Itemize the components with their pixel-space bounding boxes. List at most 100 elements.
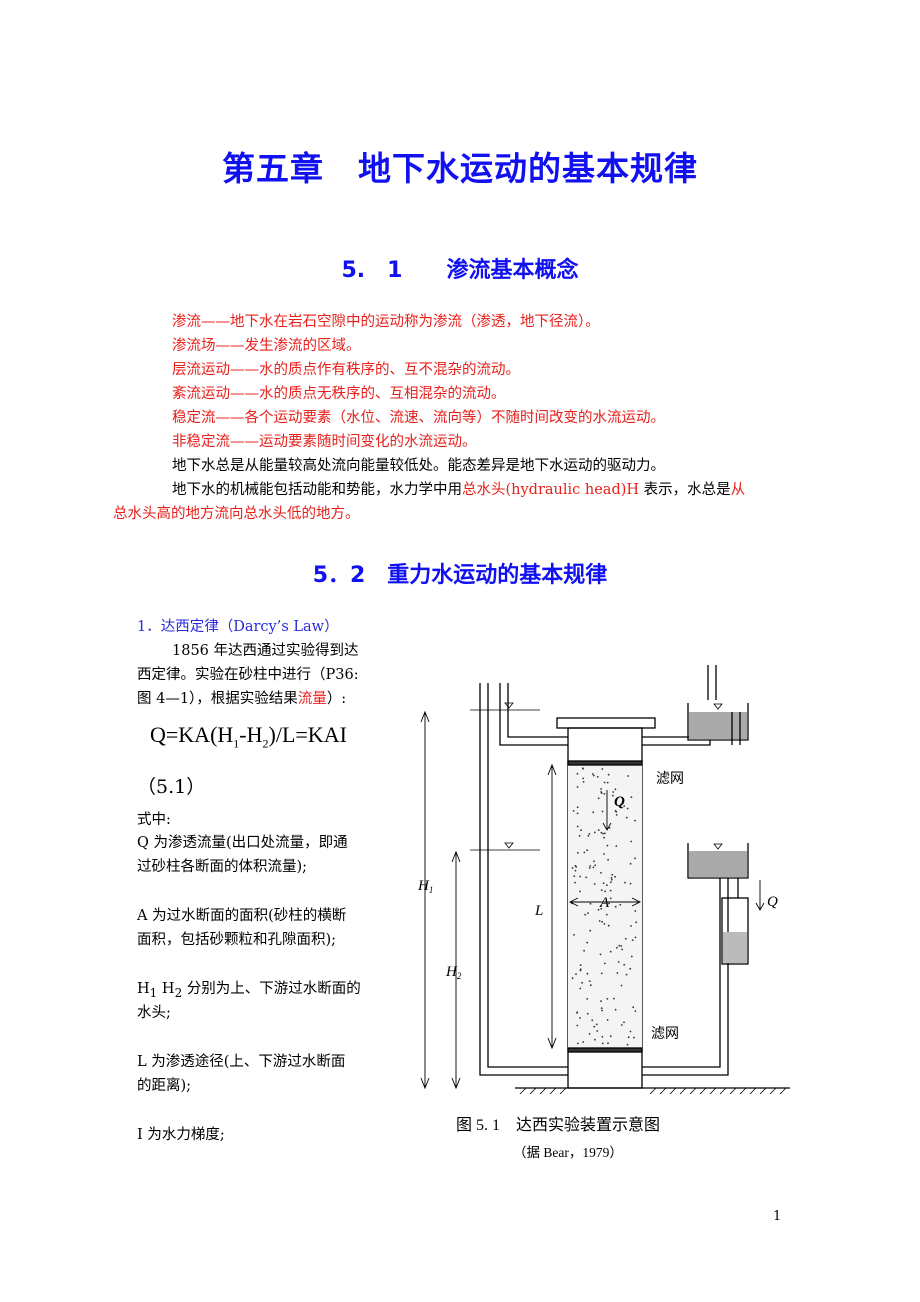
text: 表示，水总是 bbox=[639, 482, 731, 498]
sand-grain bbox=[612, 794, 614, 797]
sand-grain bbox=[581, 981, 583, 984]
sand-grain bbox=[626, 807, 629, 810]
sand-grain bbox=[614, 875, 616, 878]
sand-grain bbox=[620, 945, 623, 947]
sand-grain bbox=[608, 827, 611, 829]
sand-grain bbox=[578, 834, 581, 837]
column-cap bbox=[556, 717, 656, 729]
sand-grain bbox=[575, 973, 577, 976]
measuring-cylinder bbox=[721, 897, 749, 965]
sand-grain bbox=[582, 767, 584, 770]
sand-grain bbox=[597, 908, 600, 911]
sand-grain bbox=[596, 1030, 599, 1032]
text: ）: bbox=[326, 691, 347, 707]
text: 图 4—1），根据实验结果 bbox=[137, 691, 298, 707]
sand-grain bbox=[634, 910, 637, 912]
definition-l: 的距离); bbox=[137, 1078, 192, 1094]
definition-h: 水头; bbox=[137, 1005, 171, 1021]
sand-grain bbox=[586, 1012, 589, 1015]
h2-dimension bbox=[451, 850, 461, 1090]
sand-grain bbox=[611, 873, 614, 876]
sand-grain bbox=[572, 810, 575, 812]
definition-h: H1 H2 分别为上、下游过水断面的 bbox=[137, 979, 361, 1003]
sand-grain bbox=[599, 953, 602, 956]
screen-bottom-label: 滤网 bbox=[651, 1026, 679, 1042]
sand-grain bbox=[610, 878, 613, 881]
manometer-tube-lower bbox=[479, 683, 568, 1076]
definition-line: 紊流运动——水的质点无秩序的、互相混杂的流动。 bbox=[172, 386, 506, 402]
sand-grain bbox=[589, 902, 592, 905]
sand-grain bbox=[591, 1019, 594, 1022]
sand-grain bbox=[623, 963, 626, 966]
sand-grain bbox=[624, 937, 627, 940]
sand-grain bbox=[607, 773, 610, 776]
sand-grain bbox=[620, 1024, 623, 1026]
sand-grain bbox=[576, 1024, 579, 1027]
h1-label: H1 bbox=[417, 878, 433, 895]
sand-grain bbox=[574, 881, 576, 884]
sand-grain bbox=[592, 811, 595, 814]
definition-line: 非稳定流——运动要素随时间变化的水流运动。 bbox=[172, 434, 477, 450]
sand-grain bbox=[623, 1021, 625, 1024]
text: )/L=KAI bbox=[268, 722, 347, 747]
filter-screen-top bbox=[567, 760, 643, 766]
paragraph-continued: 总水头高的地方流向总水头低的地方。 bbox=[113, 506, 360, 522]
q-out-arrow-icon bbox=[755, 880, 765, 911]
q-out-label: Q bbox=[767, 894, 778, 910]
sand-grain bbox=[632, 1006, 635, 1009]
sand-grain bbox=[576, 852, 579, 854]
sand-grain bbox=[588, 832, 591, 835]
sand-grains bbox=[571, 767, 638, 1046]
sand-grain bbox=[603, 836, 605, 839]
sand-grain bbox=[600, 972, 603, 975]
sand-grain bbox=[607, 858, 609, 861]
sand-grain bbox=[630, 925, 632, 927]
sand-grain bbox=[600, 788, 602, 790]
sand-grain bbox=[589, 984, 592, 987]
text: 从 bbox=[730, 482, 746, 498]
sand-grain bbox=[586, 998, 589, 1000]
sand-grain bbox=[579, 1017, 581, 1019]
text: 1 bbox=[149, 985, 158, 1000]
sand-grain bbox=[573, 934, 575, 936]
definition-line: 渗流——地下水在岩石空隙中的运动称为渗流（渗透，地下径流）。 bbox=[172, 314, 600, 330]
sand-grain bbox=[612, 791, 615, 793]
paragraph: 地下水的机械能包括动能和势能，水力学中用总水头(hydraulic head)H… bbox=[172, 480, 745, 500]
text: 2 bbox=[262, 736, 269, 751]
sand-grain bbox=[613, 997, 615, 1000]
intro-line: 图 4—1），根据实验结果流量）: bbox=[137, 689, 346, 709]
sand-grain bbox=[582, 781, 585, 783]
section-heading-5-1: 5. 1 渗流基本概念 bbox=[341, 258, 579, 283]
where-label: 式中: bbox=[137, 812, 171, 828]
intro-line: 西定律。实验在砂柱中进行（P36: bbox=[137, 667, 359, 683]
sand-grain bbox=[634, 1010, 637, 1012]
sand-grain bbox=[600, 791, 602, 793]
sand-grain bbox=[576, 1012, 578, 1014]
paragraph: 地下水总是从能量较高处流向能量较低处。能态差异是地下水运动的驱动力。 bbox=[172, 458, 665, 474]
sand-grain bbox=[617, 961, 620, 963]
ground-hatch bbox=[519, 1087, 787, 1095]
sand-grain bbox=[615, 845, 618, 847]
sand-grain bbox=[615, 814, 618, 816]
sand-grain bbox=[602, 832, 604, 835]
a-label: A bbox=[599, 895, 610, 911]
sand-grain bbox=[574, 864, 577, 867]
sand-grain bbox=[589, 929, 592, 932]
page-number: 1 bbox=[773, 1209, 782, 1224]
sand-grain bbox=[582, 777, 584, 780]
sand-grain bbox=[592, 774, 595, 777]
sand-grain bbox=[591, 773, 594, 775]
sand-grain bbox=[634, 936, 637, 939]
sand-grain bbox=[601, 768, 604, 770]
sand-grain bbox=[579, 890, 581, 893]
sand-grain bbox=[601, 1009, 603, 1012]
sand-grain bbox=[577, 1042, 579, 1045]
sand-grain bbox=[593, 831, 596, 834]
sand-grain bbox=[593, 860, 595, 863]
sand-grain bbox=[579, 875, 582, 878]
sand-grain bbox=[593, 883, 596, 885]
sand-grain bbox=[623, 805, 626, 807]
sand-grain bbox=[629, 967, 632, 970]
